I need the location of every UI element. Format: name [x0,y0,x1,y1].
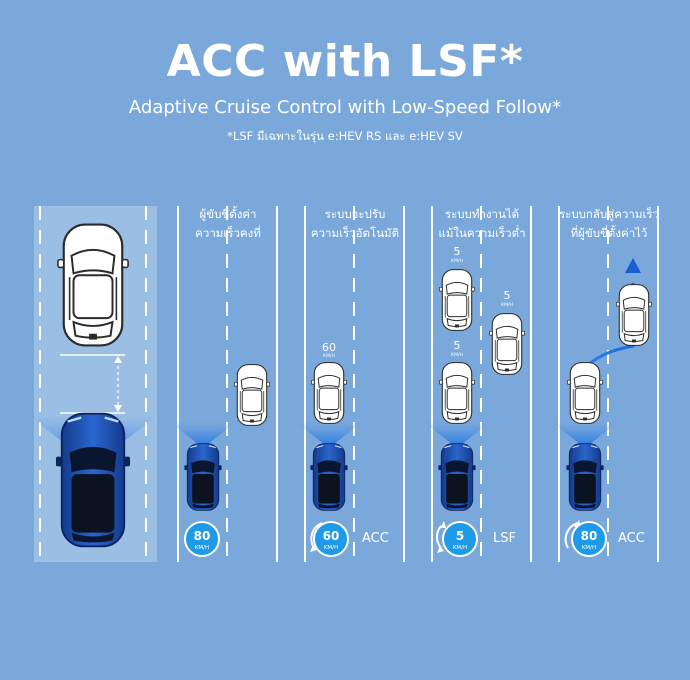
overview-panel [28,206,158,562]
step-3-panel: 5 KM/H 5 KM/H 5 KM/H 5 KM/H [424,245,526,557]
availability-note: *LSF มีเฉพาะในรุ่น e:HEV RS และ e:HEV SV [227,129,463,143]
step-3-low-speed-arc [436,525,442,549]
step-3-lead-speed: 5 [454,339,461,352]
step-4-mode: ACC [618,531,645,546]
step-3-lead-car [438,362,476,424]
step-3-speed-unit: KM/H [453,545,467,551]
step-4-speed-unit: KM/H [582,545,596,551]
step-3-arc-arrow-bottom [437,546,444,553]
step-1-other-car [233,364,271,426]
step-4-departing-car [615,284,653,346]
step-3-lead-unit: KM/H [451,352,463,358]
step-3-ego-car [437,443,477,511]
step-4-panel: 80 KM/H [552,258,653,557]
step-4-lane-change-path [587,283,635,367]
step-2-speed-unit: KM/H [324,545,338,551]
step-2-speed-value: 60 [323,529,340,543]
distance-arrow-up [114,356,122,363]
step-1-ego-car [183,443,223,511]
step-3-arc-arrow-top [440,521,446,528]
overview-lead-car [56,223,130,347]
road-lines [177,206,659,562]
step-2-panel: 60 KM/H 60 KM/H [296,341,362,557]
step-4-speed-badge [571,521,607,557]
step-4-ego-car [565,443,605,511]
step-2-decel-arc [310,522,323,549]
step-4-lane-change-arrowhead [625,258,641,273]
overview-ego-car [54,412,132,548]
step-3-side-speed: 5 [504,289,511,302]
step-3-front-speed: 5 [454,245,461,258]
step-3-speed-badge [442,521,478,557]
step-2-speed-badge [313,521,349,557]
step-4-accel-arc [564,522,579,549]
step-2-lead-speed: 60 [322,341,336,354]
distance-arrow-down [114,405,122,412]
step-1-panel: 80 KM/H [170,364,271,557]
step-2-ego-car [309,443,349,511]
step-2-lead-car [310,362,348,424]
step-2-mode: ACC [362,531,389,546]
page-title: ACC with LSF* [166,36,524,87]
step-4-lead-car [566,362,604,424]
page-subtitle: Adaptive Cruise Control with Low-Speed F… [128,97,562,118]
step-3-front-car [438,269,476,331]
step-3-side-car [488,313,526,375]
step-3-mode: LSF [493,531,516,546]
step-3-speed-value: 5 [456,529,464,543]
step-1-speed-badge [184,521,220,557]
step-3-front-unit: KM/H [451,258,463,264]
step-3-side-unit: KM/H [501,302,513,308]
step-1-speed-unit: KM/H [195,545,209,551]
step-1-speed-value: 80 [194,529,211,543]
step-4-speed-value: 80 [581,529,598,543]
step-2-decel-arrow [310,545,317,552]
step-2-lead-unit: KM/H [323,353,335,359]
